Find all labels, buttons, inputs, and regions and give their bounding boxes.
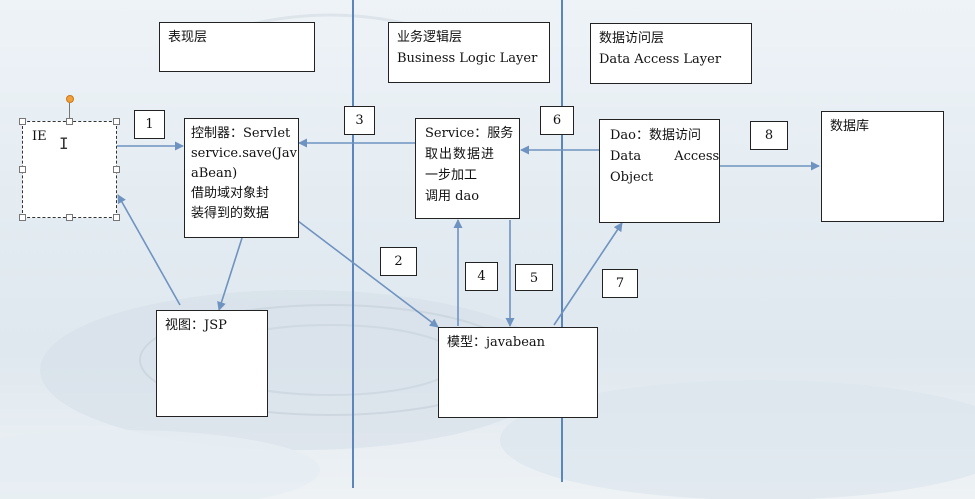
rotation-handle[interactable] bbox=[66, 95, 74, 103]
step-label-5: 5 bbox=[515, 264, 553, 291]
resize-handle-se[interactable] bbox=[113, 214, 120, 221]
step-label-2: 2 bbox=[380, 247, 417, 276]
dao-line-2: Data Access bbox=[610, 149, 720, 164]
step-label-7: 7 bbox=[602, 269, 638, 298]
resize-handle-e[interactable] bbox=[113, 166, 120, 173]
service-line-1: Service：服务 bbox=[425, 126, 514, 141]
model-label: 模型：javabean bbox=[447, 335, 546, 350]
resize-handle-w[interactable] bbox=[19, 166, 26, 173]
step-label-8: 8 bbox=[750, 121, 788, 150]
controller-line-5: 装得到的数据 bbox=[191, 206, 270, 221]
rotation-stem bbox=[69, 103, 70, 121]
business-layer-title: 业务逻辑层 bbox=[397, 30, 463, 45]
model-node: 模型：javabean bbox=[438, 327, 598, 418]
view-node: 视图：JSP bbox=[156, 310, 268, 417]
service-node: Service：服务 取出数据进 一步加工 调用 dao bbox=[415, 118, 520, 219]
controller-line-3: aBean) bbox=[191, 166, 238, 181]
step-label-1: 1 bbox=[134, 110, 165, 139]
data-access-layer-header: 数据访问层 Data Access Layer bbox=[590, 23, 752, 84]
text-cursor-icon: I bbox=[59, 134, 69, 153]
controller-line-1: 控制器：Servlet bbox=[191, 126, 291, 141]
presentation-layer-title: 表现层 bbox=[168, 30, 208, 45]
resize-handle-sw[interactable] bbox=[19, 214, 26, 221]
ie-node[interactable]: IE bbox=[22, 121, 117, 218]
business-layer-subtitle: Business Logic Layer bbox=[397, 51, 538, 66]
step-label-6: 6 bbox=[540, 106, 574, 135]
service-line-3: 一步加工 bbox=[425, 168, 478, 183]
resize-handle-nw[interactable] bbox=[19, 118, 26, 125]
controller-line-4: 借助域对象封 bbox=[191, 186, 270, 201]
database-node: 数据库 bbox=[821, 111, 944, 222]
database-label: 数据库 bbox=[830, 119, 870, 134]
resize-handle-s[interactable] bbox=[66, 214, 73, 221]
dao-node: Dao：数据访问 Data Access Object bbox=[599, 119, 720, 223]
presentation-layer-header: 表现层 bbox=[159, 22, 315, 72]
dao-line-3: Object bbox=[610, 170, 654, 185]
view-label: 视图：JSP bbox=[165, 318, 227, 333]
dao-line-1: Dao：数据访问 bbox=[610, 128, 702, 143]
controller-line-2: service.save(Jav bbox=[191, 146, 298, 161]
resize-handle-n[interactable] bbox=[66, 118, 73, 125]
service-line-2: 取出数据进 bbox=[425, 147, 496, 162]
step-label-4: 4 bbox=[465, 262, 498, 291]
resize-handle-ne[interactable] bbox=[113, 118, 120, 125]
ie-label: IE bbox=[32, 129, 47, 144]
data-access-layer-subtitle: Data Access Layer bbox=[599, 52, 722, 67]
data-access-layer-title: 数据访问层 bbox=[599, 31, 665, 46]
step-label-3: 3 bbox=[344, 106, 375, 135]
business-layer-header: 业务逻辑层 Business Logic Layer bbox=[388, 22, 550, 83]
service-line-4: 调用 dao bbox=[425, 189, 480, 204]
controller-node: 控制器：Servlet service.save(Jav aBean) 借助域对… bbox=[184, 118, 299, 238]
